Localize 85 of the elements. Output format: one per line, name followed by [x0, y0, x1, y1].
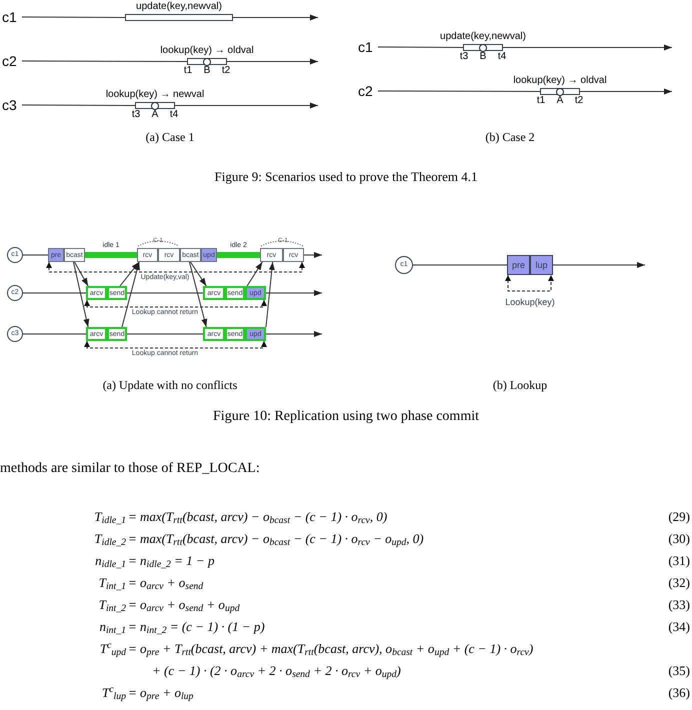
arrow — [74, 262, 89, 286]
timeline-label: c1 — [358, 38, 378, 56]
arrow — [266, 290, 322, 296]
arrow — [304, 252, 322, 258]
operation-cell: pre — [507, 255, 530, 275]
timeline-label: c3 — [2, 96, 22, 114]
arrow — [266, 331, 322, 337]
connector-line — [22, 16, 126, 18]
arrow — [552, 262, 646, 268]
time-label: t1 — [536, 95, 546, 107]
arrow — [226, 58, 318, 64]
arrow — [266, 262, 275, 328]
connector-line — [22, 254, 48, 256]
dashed-arrow — [46, 262, 305, 272]
operation-label: lookup(key) → newval — [106, 89, 204, 101]
time-label: B — [480, 51, 486, 63]
equation-text: = max(T$_{rtt}$(bcast, arcv) − o$_{bcast}$ − (c − 1) · o$_{rcv}$ − o$_{upd}$, 0) — [128, 530, 424, 548]
dashed-arrow — [505, 274, 554, 292]
caption-text: (a) Update with no conflicts — [102, 377, 238, 394]
equation-text: = o$_{arcv}$ + o$_{send}$ — [128, 574, 204, 592]
equation-text: = n$_{idle_2}$ = 1 − p — [128, 552, 214, 570]
time-label: t1 — [184, 65, 192, 77]
time-label: t4 — [170, 109, 178, 121]
arrow — [246, 262, 263, 286]
equation-text: (34) — [668, 618, 690, 636]
equation-text: n$_{idle_1}$ — [95, 552, 126, 570]
equation-text: (31) — [668, 552, 690, 570]
connector-line — [412, 264, 508, 266]
caption-text: (b) Case 2 — [485, 129, 535, 146]
equation-text: T$_{int_1}$ — [98, 574, 126, 592]
time-label: t3 — [132, 109, 140, 121]
equation-text: T$_{idle_1}$ — [94, 508, 126, 526]
time-label: A — [556, 95, 564, 107]
operation-label: update(key,newval) — [440, 31, 526, 43]
timeline-label: c2 — [358, 82, 378, 100]
equation-text: = max(T$_{rtt}$(bcast, arcv) − o$_{bcast}$ − (c − 1) · o$_{rcv}$, 0) — [128, 508, 388, 526]
dashed-arrow — [84, 340, 267, 348]
arrow — [72, 262, 90, 328]
operation-cell: lup — [530, 255, 553, 275]
caption-text: (b) Lookup — [492, 377, 548, 394]
arrow — [232, 14, 318, 20]
equation-text: = n$_{int_2}$ = (c − 1) · (1 − p) — [128, 618, 265, 636]
time-label: t4 — [498, 51, 506, 63]
connector-line — [22, 104, 136, 106]
arrow — [120, 262, 140, 286]
equation-text: (32) — [668, 574, 690, 592]
caption-text: Figure 9: Scenarios used to prove the Theorem 4.1 — [214, 168, 478, 186]
arrow — [580, 88, 672, 94]
edge-label: Lookup(key) — [504, 297, 556, 308]
connector-line — [378, 46, 464, 48]
equation-text: = o$_{pre}$ + T$_{rtt}$(bcast, arcv) + max(T$_{rtt}$(bcast, arcv), o$_{bcast}$ + o$_{upd}$ + (c − 1) · o$_{rcv}$) — [128, 640, 534, 658]
connector-line — [22, 292, 86, 294]
equation-text: n$_{int_1}$ — [99, 618, 126, 636]
connector-line — [126, 292, 204, 294]
arrow — [502, 44, 672, 50]
timeline-label: c2 — [2, 52, 22, 70]
operation-label: update(key,newval) — [136, 1, 222, 13]
connector-line — [378, 90, 540, 92]
equation-text: T$_{int_2}$ — [98, 596, 126, 614]
time-label: t2 — [574, 95, 584, 107]
time-label: t2 — [222, 65, 230, 77]
equation-text: (36) — [668, 684, 690, 702]
time-label: t3 — [460, 51, 468, 63]
operation-label: lookup(key) → oldval — [160, 45, 254, 57]
arrow — [174, 102, 318, 108]
dashed-arrow — [84, 300, 267, 308]
caption-text: methods are similar to those of REP_LOCAL: — [0, 460, 260, 478]
connector-line — [22, 60, 188, 62]
equation-text: (33) — [668, 596, 690, 614]
equation-text: (30) — [668, 530, 690, 548]
timeline-label: c1 — [2, 8, 22, 26]
equation-text: = o$_{arcv}$ + o$_{send}$ + o$_{upd}$ — [128, 596, 240, 614]
time-label: A — [152, 109, 158, 121]
operation-label: lookup(key) → oldval — [513, 75, 607, 87]
arrow — [188, 262, 208, 328]
equation-text: T$_{idle_2}$ — [94, 530, 126, 548]
time-label: B — [204, 65, 210, 77]
equation-text: = o$_{pre}$ + o$_{lup}$ — [128, 684, 194, 702]
arrow — [190, 262, 207, 286]
arrow — [122, 262, 140, 328]
equation-text: (29) — [668, 508, 690, 526]
equation-text: + (c − 1) · (2 · o$_{arcv}$ + 2 · o$_{send}$ + 2 · o$_{rcv}$ + o$_{upd}$) — [152, 662, 401, 680]
equation-text: (35) — [668, 662, 690, 680]
caption-text: (a) Case 1 — [146, 129, 194, 146]
caption-text: Figure 10: Replication using two phase commit — [213, 408, 479, 426]
